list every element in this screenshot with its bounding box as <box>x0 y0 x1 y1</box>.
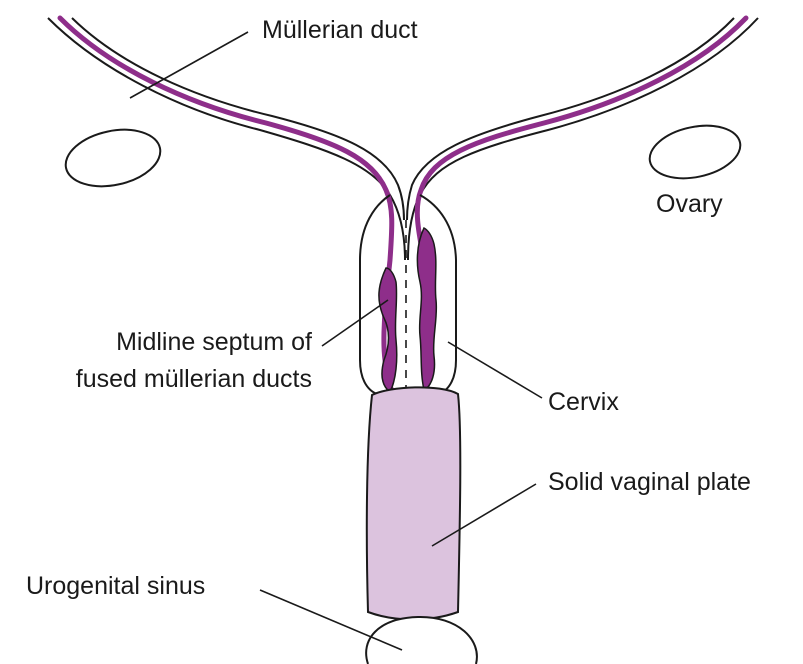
solid-vaginal-plate <box>367 387 461 619</box>
label-solid-vaginal-plate: Solid vaginal plate <box>548 468 751 497</box>
leader-mullerian-duct <box>130 32 248 98</box>
uterus-left-outline <box>20 18 48 40</box>
urogenital-sinus <box>366 617 477 664</box>
right-ovary <box>645 118 745 186</box>
left-ovary <box>60 122 165 195</box>
right-cervical-lumen <box>417 228 436 390</box>
label-urogenital-sinus: Urogenital sinus <box>26 572 205 601</box>
label-mullerian-duct: Müllerian duct <box>262 16 418 45</box>
left-duct-inner-wall <box>72 18 404 220</box>
label-cervix: Cervix <box>548 388 619 417</box>
leader-midline-septum <box>322 300 388 346</box>
label-midline-septum-line2: fused müllerian ducts <box>0 365 312 394</box>
label-ovary: Ovary <box>656 190 723 219</box>
leader-cervix <box>448 342 542 398</box>
label-midline-septum-line1: Midline septum of <box>40 328 312 357</box>
